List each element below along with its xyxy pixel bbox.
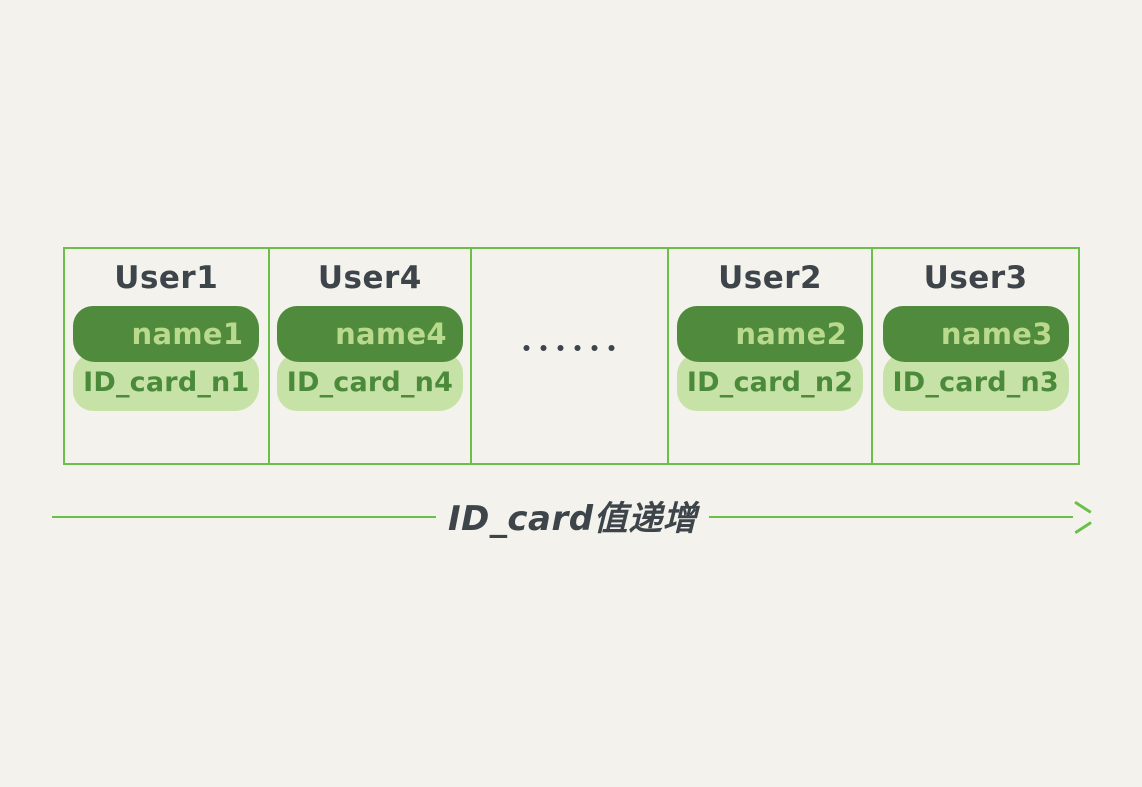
id-card-pill-text: ID_card_n3 (892, 366, 1059, 398)
table-cell-user3: User3 name3 ID_card_n3 (873, 249, 1078, 463)
user-label: User3 (923, 260, 1028, 296)
table-cell-user1: User1 name1 ID_card_n1 (65, 249, 270, 463)
id-card-pill: ID_card_n3 (882, 353, 1069, 412)
arrow-head-icon (1072, 507, 1090, 527)
dot (557, 345, 564, 351)
name-pill: name3 (882, 306, 1069, 363)
name-pill: name1 (73, 306, 260, 363)
id-card-pill-text: ID_card_n4 (286, 366, 454, 398)
id-card-pill: ID_card_n4 (276, 353, 463, 412)
user-label: User1 (114, 260, 219, 296)
user-label: User2 (718, 260, 823, 296)
dot (574, 345, 581, 351)
pill-stack: name3 ID_card_n3 (882, 306, 1069, 412)
table-cell-ellipsis (472, 249, 669, 463)
name-pill-text: name3 (940, 317, 1053, 352)
dot (608, 345, 615, 351)
dot (540, 345, 547, 351)
id-card-pill: ID_card_n1 (73, 353, 260, 412)
name-pill-text: name2 (735, 317, 848, 352)
id-card-pill-text: ID_card_n2 (686, 366, 854, 398)
pill-stack: name4 ID_card_n4 (276, 306, 463, 412)
name-pill: name2 (677, 306, 864, 363)
table-cell-user4: User4 name4 ID_card_n4 (270, 249, 473, 463)
table-cell-user2: User2 name2 ID_card_n2 (669, 249, 874, 463)
dot (523, 345, 530, 351)
arrow-caption: ID_card值递增 (448, 498, 698, 539)
name-pill: name4 (276, 306, 463, 363)
id-card-pill: ID_card_n2 (677, 353, 864, 412)
user-row-table: User1 name1 ID_card_n1 User4 name4 ID_ca… (63, 247, 1080, 465)
order-axis-arrow: ID_card值递增 (52, 486, 1090, 548)
name-pill-text: name4 (335, 317, 447, 352)
pill-stack: name2 ID_card_n2 (677, 306, 864, 412)
pill-stack: name1 ID_card_n1 (73, 306, 260, 412)
name-pill-text: name1 (131, 317, 244, 352)
arrow-line-right (709, 515, 1073, 519)
id-card-pill-text: ID_card_n1 (83, 366, 250, 398)
arrow-line-left (52, 515, 436, 519)
dot (591, 345, 598, 351)
user-label: User4 (317, 260, 422, 296)
ellipsis-dots-icon (523, 345, 615, 351)
